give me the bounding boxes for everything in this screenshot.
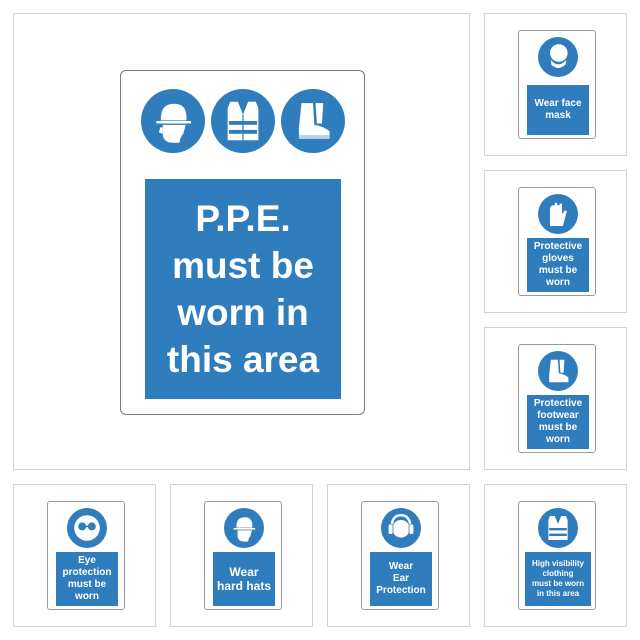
ppe-sign-text: P.P.E. must be worn in this area bbox=[166, 198, 320, 380]
hard-hat-head-icon bbox=[224, 508, 264, 548]
ppe-sign-text-panel: P.P.E. must be worn in this area bbox=[145, 179, 341, 399]
tile-hard-hats[interactable]: Wear hard hats bbox=[170, 484, 313, 627]
hi-vis-vest-icon bbox=[211, 89, 275, 153]
hi-vis-vest-icon bbox=[538, 508, 578, 548]
footwear-sign: Protective footwear must be worn bbox=[518, 344, 596, 453]
hard-hats-text: Wear hard hats bbox=[216, 565, 271, 593]
gloves-sign: Protective gloves must be worn bbox=[518, 187, 596, 296]
face-mask-icon bbox=[538, 37, 578, 77]
main-product-tile[interactable]: P.P.E. must be worn in this area bbox=[13, 13, 470, 470]
footwear-text: Protective footwear must be worn bbox=[533, 398, 583, 445]
tile-face-mask[interactable]: Wear face mask bbox=[484, 13, 627, 156]
ear-defenders-icon bbox=[381, 508, 421, 548]
hard-hat-head-icon bbox=[141, 89, 205, 153]
hi-vis-text-panel: High visibility clothing must be worn in… bbox=[525, 552, 591, 606]
safety-boot-icon bbox=[538, 351, 578, 391]
eye-protection-text: Eye protection must be worn bbox=[62, 555, 112, 602]
gloves-text: Protective gloves must be worn bbox=[533, 241, 583, 288]
hard-hats-sign: Wear hard hats bbox=[204, 501, 282, 610]
tile-eye-protection[interactable]: Eye protection must be worn bbox=[13, 484, 156, 627]
face-mask-text: Wear face mask bbox=[534, 98, 582, 121]
tile-hi-vis[interactable]: High visibility clothing must be worn in… bbox=[484, 484, 627, 627]
hi-vis-sign: High visibility clothing must be worn in… bbox=[518, 501, 596, 610]
ppe-sign: P.P.E. must be worn in this area bbox=[120, 70, 365, 415]
face-mask-sign: Wear face mask bbox=[518, 30, 596, 139]
gloves-icon bbox=[538, 194, 578, 234]
ear-protection-sign: Wear Ear Protection bbox=[361, 501, 439, 610]
gloves-text-panel: Protective gloves must be worn bbox=[527, 238, 589, 292]
ear-protection-text-panel: Wear Ear Protection bbox=[370, 552, 432, 606]
hi-vis-text: High visibility clothing must be worn in… bbox=[531, 559, 584, 598]
tile-footwear[interactable]: Protective footwear must be worn bbox=[484, 327, 627, 470]
tile-gloves[interactable]: Protective gloves must be worn bbox=[484, 170, 627, 313]
eye-protection-sign: Eye protection must be worn bbox=[47, 501, 125, 610]
eye-protection-text-panel: Eye protection must be worn bbox=[56, 552, 118, 606]
goggles-icon bbox=[67, 508, 107, 548]
tile-ear-protection[interactable]: Wear Ear Protection bbox=[327, 484, 470, 627]
footwear-text-panel: Protective footwear must be worn bbox=[527, 395, 589, 449]
safety-boot-icon bbox=[281, 89, 345, 153]
hard-hats-text-panel: Wear hard hats bbox=[213, 552, 275, 606]
face-mask-text-panel: Wear face mask bbox=[527, 85, 589, 135]
ear-protection-text: Wear Ear Protection bbox=[376, 561, 426, 596]
